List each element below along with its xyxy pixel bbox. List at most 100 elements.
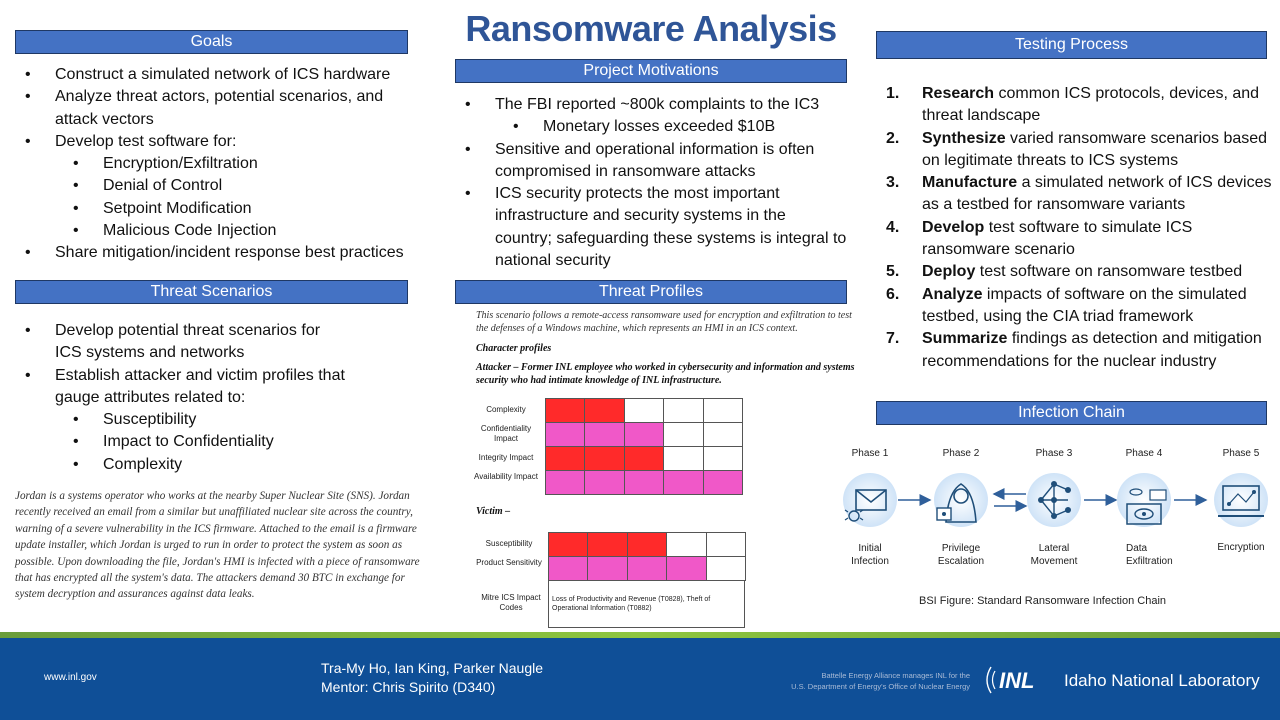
email-bug-icon bbox=[843, 473, 897, 527]
step-keyword: Manufacture bbox=[922, 174, 1018, 192]
profile-cell-red bbox=[545, 446, 586, 471]
threat-scenarios-list: Develop potential threat scenarios for I… bbox=[15, 320, 345, 476]
testing-step: 6. Analyze impacts of software on the sim… bbox=[886, 284, 1276, 329]
battelle-line-2: U.S. Department of Energy's Office of Nu… bbox=[791, 682, 970, 691]
motivation-item: ICS security protects the most important… bbox=[455, 183, 847, 272]
motivation-item: Monetary losses exceeded $10B bbox=[455, 116, 847, 139]
phase-label: Privilege Escalation bbox=[937, 543, 985, 567]
threat-profiles-header: Threat Profiles bbox=[455, 280, 847, 304]
profile-cell-white bbox=[702, 446, 743, 471]
phase-label: Initial Infection bbox=[851, 543, 889, 567]
step-keyword: Analyze bbox=[922, 285, 983, 303]
infection-chain-caption: BSI Figure: Standard Ransomware Infectio… bbox=[919, 595, 1167, 607]
phase-label: Lateral Movement bbox=[1030, 543, 1078, 567]
phase-title: Phase 5 bbox=[1222, 448, 1260, 459]
character-profiles-heading: Character profiles bbox=[476, 343, 552, 354]
step-description: common ICS protocols, devices, and threa… bbox=[922, 85, 1260, 125]
profile-row-label: Confidentiality Impact bbox=[480, 424, 532, 443]
step-description: impacts of software on the simulated tes… bbox=[922, 285, 1247, 325]
scenario-item: Impact to Confidentiality bbox=[15, 431, 345, 454]
profile-cell-white bbox=[666, 532, 707, 557]
profile-cell-pink bbox=[584, 470, 625, 495]
step-number: 6. bbox=[886, 285, 900, 303]
profile-row-label: Product Sensitivity bbox=[476, 558, 542, 567]
motivation-item: The FBI reported ~800k complaints to the… bbox=[455, 94, 847, 117]
profile-cell-pink bbox=[623, 470, 665, 495]
step-number: 5. bbox=[886, 263, 900, 281]
goal-item: Encryption/Exfiltration bbox=[15, 153, 425, 176]
laptop-lock-icon bbox=[1214, 473, 1268, 527]
profile-row-label: Availability Impact bbox=[474, 472, 538, 481]
data-eye-icon bbox=[1117, 473, 1171, 527]
step-keyword: Deploy bbox=[922, 263, 976, 281]
battelle-line-1: Battelle Energy Alliance manages INL for… bbox=[821, 671, 970, 680]
battelle-statement: Battelle Energy Alliance manages INL for… bbox=[778, 670, 970, 692]
profile-cell-white bbox=[663, 398, 704, 423]
attacker-heading: Attacker – Former INL employee who worke… bbox=[476, 362, 855, 386]
threat-scenarios-header: Threat Scenarios bbox=[15, 280, 408, 304]
profile-cell-pink bbox=[587, 556, 628, 581]
footer-stripe bbox=[0, 632, 1280, 638]
testing-step: 4.Develop test software to simulate ICS … bbox=[886, 217, 1276, 262]
profile-cell-pink bbox=[666, 556, 707, 581]
step-number: 1. bbox=[886, 85, 900, 102]
profile-cell-pink bbox=[584, 422, 625, 447]
step-description: test software on ransomware testbed bbox=[975, 263, 1243, 281]
profile-cell-red bbox=[584, 398, 625, 423]
goal-item: Construct a simulated network of ICS har… bbox=[15, 64, 425, 87]
profile-cell-white bbox=[663, 446, 704, 471]
step-number: 3. bbox=[886, 174, 900, 192]
mentor-name: Mentor: Chris Spirito (D340) bbox=[321, 679, 496, 695]
step-number: 4. bbox=[886, 218, 900, 236]
profile-row-label: Susceptibility bbox=[485, 539, 533, 548]
profile-cell-pink bbox=[626, 556, 668, 581]
infection-chain-diagram bbox=[843, 473, 1268, 527]
phase-title: Phase 1 bbox=[851, 448, 889, 459]
profile-cell-pink bbox=[663, 470, 704, 495]
profile-cell-white bbox=[705, 532, 746, 557]
motivation-item: Sensitive and operational information is… bbox=[455, 139, 847, 184]
step-description: findings as detection and mitigation rec… bbox=[922, 330, 1262, 370]
poster-title: Ransomware Analysis bbox=[465, 8, 837, 49]
phase-title: Phase 4 bbox=[1125, 448, 1163, 459]
profile-cell-white bbox=[705, 556, 746, 581]
profile-cell-white bbox=[702, 398, 743, 423]
website-link[interactable]: www.inl.gov bbox=[44, 672, 97, 683]
scenario-item: Complexity bbox=[15, 454, 345, 477]
authors-names: Tra-My Ho, Ian King, Parker Naugle bbox=[321, 660, 544, 676]
testing-step: 3.Manufacture a simulated network of ICS… bbox=[886, 172, 1276, 217]
profile-cell-white bbox=[702, 422, 743, 447]
phase-label: Encryption bbox=[1217, 542, 1265, 553]
profile-cell-red bbox=[626, 532, 668, 557]
testing-steps-list: 1.Research common ICS protocols, devices… bbox=[886, 83, 1276, 373]
scenario-item: Susceptibility bbox=[15, 409, 345, 432]
profile-cell-pink bbox=[545, 422, 586, 447]
step-description: test software to simulate ICS ransomware… bbox=[922, 218, 1193, 259]
step-keyword: Synthesize bbox=[922, 129, 1006, 147]
profile-cell-red bbox=[584, 446, 625, 471]
scenario-story: Jordan is a systems operator who works a… bbox=[15, 490, 420, 601]
profile-cell-pink bbox=[623, 422, 665, 447]
profile-cell-pink bbox=[548, 556, 589, 581]
phase-label: Data Exfiltration bbox=[1126, 543, 1173, 567]
goal-item: Develop test software for: bbox=[15, 131, 425, 154]
profile-cell-red bbox=[587, 532, 628, 557]
testing-step: 5. Deploy test software on ransomware tes… bbox=[886, 261, 1276, 283]
goal-item: Share mitigation/incident response best … bbox=[15, 242, 425, 265]
scenario-item: Establish attacker and victim profiles t… bbox=[15, 365, 345, 410]
profile-cell-white bbox=[663, 422, 704, 447]
victim-heading: Victim – bbox=[476, 506, 511, 517]
testing-header: Testing Process bbox=[876, 31, 1267, 59]
profile-cell-pink bbox=[545, 470, 586, 495]
goal-item: Setpoint Modification bbox=[15, 198, 425, 221]
goals-header: Goals bbox=[15, 30, 408, 54]
hacker-icon bbox=[934, 473, 988, 527]
step-number: 7. bbox=[886, 330, 900, 348]
goals-list: Construct a simulated network of ICS har… bbox=[15, 64, 425, 265]
testing-step: 7.Summarize findings as detection and mi… bbox=[886, 328, 1276, 373]
mitre-codes-box: Loss of Productivity and Revenue (T0828)… bbox=[548, 580, 745, 628]
network-icon bbox=[1027, 473, 1081, 527]
goal-item: Malicious Code Injection bbox=[15, 220, 425, 243]
scenario-item: Develop potential threat scenarios for I… bbox=[15, 320, 345, 365]
authors-block: Tra-My Ho, Ian King, Parker Naugle Mento… bbox=[321, 659, 543, 697]
